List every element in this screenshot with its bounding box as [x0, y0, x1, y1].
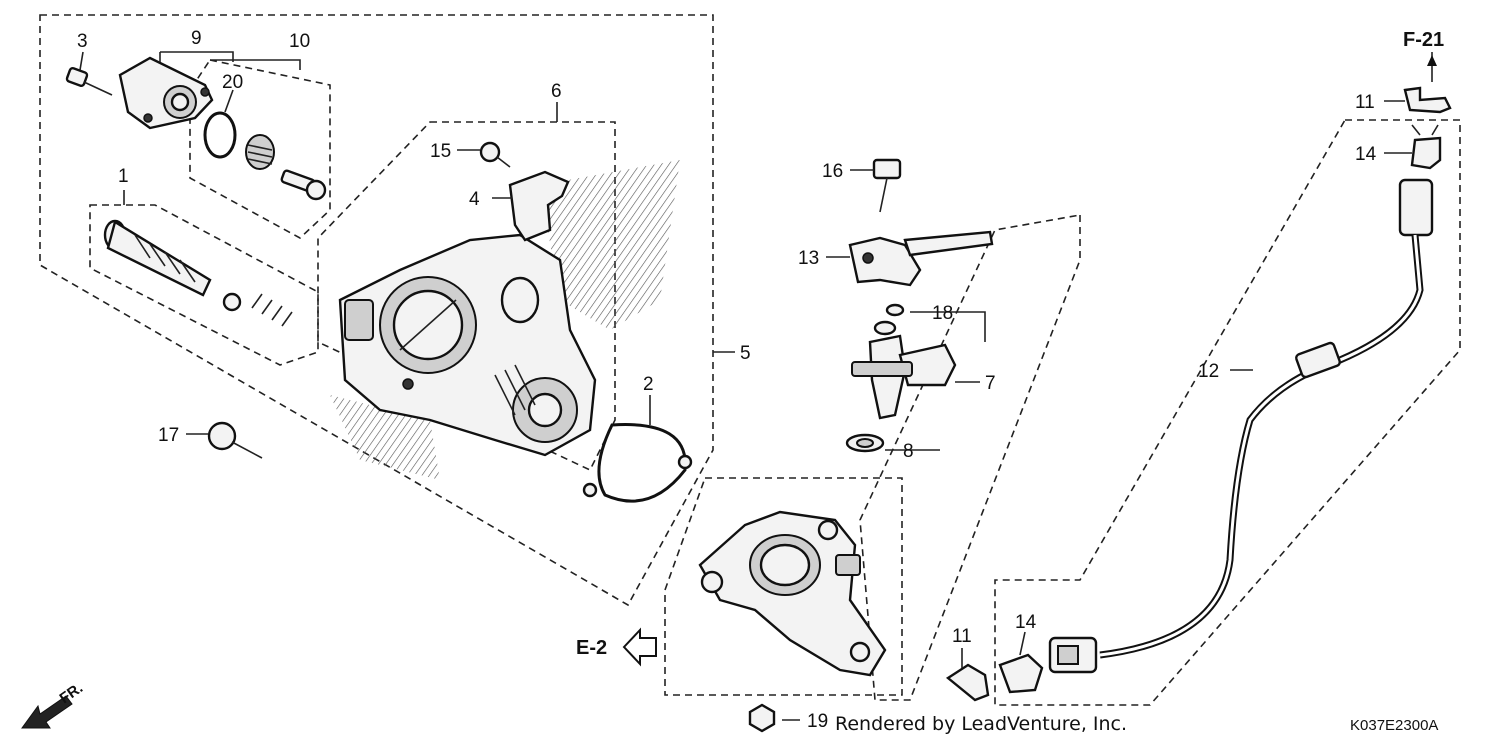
nut-15: [748, 703, 776, 733]
throttle-body: [338, 233, 597, 457]
o-ring-20: [203, 111, 237, 159]
plunger-spring-1: [103, 219, 293, 327]
callouts: 3 9 10 20 1 6 15 4 5 2 17 16 13 18 7 8 1…: [77, 28, 1377, 732]
clamp-2: [582, 423, 693, 503]
bolt-18: [872, 158, 902, 213]
group-outline-wire: [994, 119, 1461, 706]
reference-e2: E-2: [576, 627, 657, 667]
arrow-front-icon: [21, 695, 73, 729]
intake-manifold: [698, 510, 887, 677]
callout-1: 1: [118, 166, 129, 187]
sensor-housing-9: [118, 56, 214, 130]
reference-f21: F-21: [1403, 29, 1444, 51]
injector-7: [851, 334, 957, 420]
bolt-19: [207, 421, 263, 459]
bolt-3: [65, 66, 113, 96]
group-outline-6: [317, 121, 616, 472]
reference-e2-label: E-2: [576, 637, 607, 659]
callout-5: 5: [740, 343, 751, 364]
connector-14-top: [1410, 124, 1442, 170]
callout-7: 7: [985, 373, 996, 394]
callout-12: 12: [1198, 361, 1219, 382]
clip-11-bottom: [945, 663, 990, 702]
callout-11-bottom: 11: [952, 626, 972, 647]
callout-11-top: 11: [1355, 92, 1375, 113]
clip-11-top: [1403, 86, 1452, 114]
group-outline-10: [189, 59, 331, 239]
wire-harness-12: [1048, 178, 1434, 674]
group-outline-1: [89, 204, 319, 366]
callout-2: 2: [643, 374, 654, 395]
callout-15: 19: [807, 711, 828, 732]
callout-14-top: 14: [1355, 144, 1377, 165]
callout-4: 4: [469, 189, 480, 210]
shading-hatch: [540, 160, 680, 330]
diagram-code: K037E2300A: [1350, 717, 1438, 734]
screw-17: [479, 141, 511, 168]
callout-9: 9: [191, 28, 202, 49]
callout-14-bottom: 14: [1015, 612, 1037, 633]
injector-holder-13: [848, 230, 994, 287]
callout-16: 18: [932, 303, 953, 324]
callout-13: 13: [798, 248, 819, 269]
front-direction-indicator: FR.: [21, 679, 86, 729]
callout-17: 15: [430, 141, 451, 162]
callout-3: 3: [77, 31, 88, 52]
callout-18: 16: [822, 161, 843, 182]
callout-6: 6: [551, 81, 562, 102]
bracket-4: [508, 170, 570, 242]
seal-8: [845, 433, 885, 453]
group-outline-intake: [664, 477, 903, 696]
assembly-outline-5: [39, 14, 714, 607]
callout-20: 20: [222, 72, 243, 93]
leader-lines: [79, 51, 1437, 721]
seal-16: [873, 303, 905, 336]
connector-14-bottom: [998, 653, 1044, 694]
callout-19: 17: [158, 425, 179, 446]
credit-text: Rendered by LeadVenture, Inc.: [835, 713, 1127, 735]
callout-10: 10: [289, 31, 310, 52]
spring-screw-10: [245, 134, 327, 201]
arrow-left-icon: [622, 627, 657, 667]
callout-8: 8: [903, 441, 914, 462]
